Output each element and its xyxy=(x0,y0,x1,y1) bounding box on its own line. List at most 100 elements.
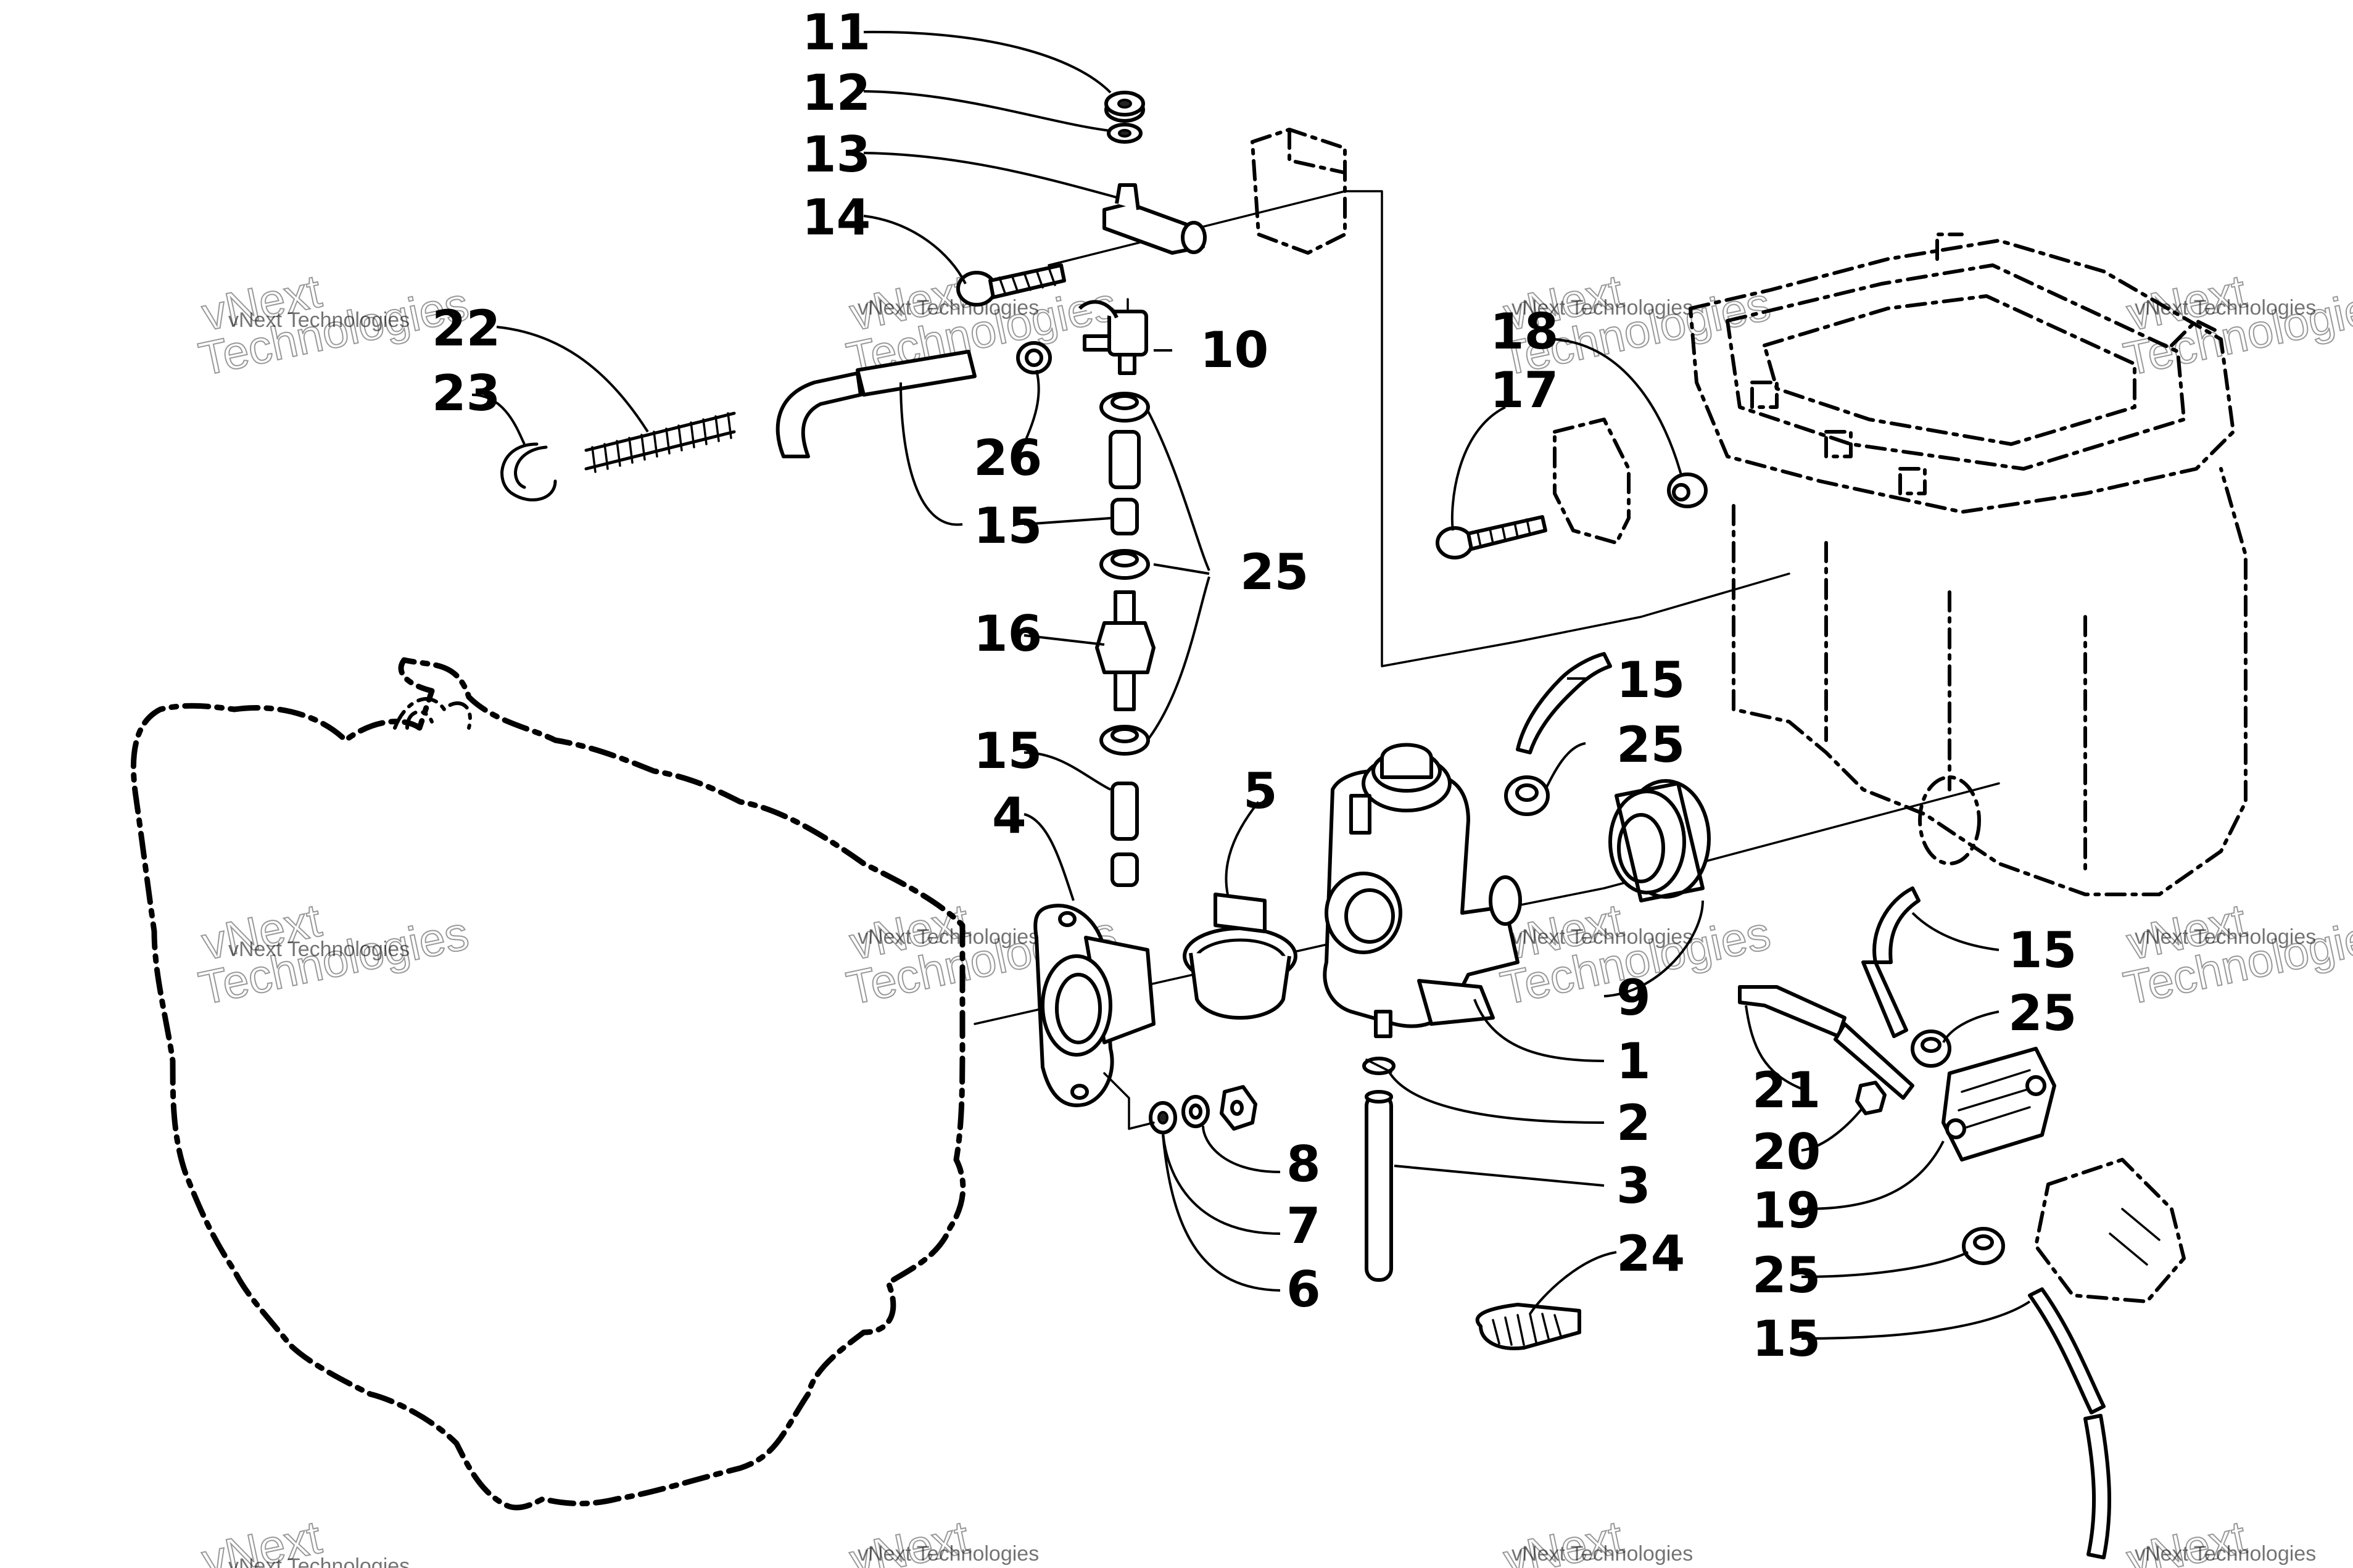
watermark-line1: vNext Technologies xyxy=(1511,1542,1693,1566)
callout-10: 10 xyxy=(1200,321,1268,379)
callout-5: 5 xyxy=(1243,762,1278,820)
part-23-clip xyxy=(500,442,557,501)
part-25-clamp xyxy=(1962,1227,2005,1265)
part-16-fuel-filter xyxy=(1095,590,1156,711)
part-3-needle xyxy=(1365,1090,1393,1282)
part-1-carburetor xyxy=(1323,743,1522,1038)
callout-9: 9 xyxy=(1616,969,1651,1026)
part-2-clip xyxy=(1362,1057,1396,1075)
watermark: vNext Technologies vNext Technologies xyxy=(2119,893,2353,1015)
stud-line xyxy=(1103,1072,1155,1130)
watermark-line1: vNext Technologies xyxy=(858,296,1039,320)
callout-7: 7 xyxy=(1286,1197,1321,1255)
part-21-hose xyxy=(1738,985,1914,1100)
part-9-boot xyxy=(1608,779,1711,902)
part-15-hose-piece xyxy=(1110,782,1139,841)
callout-12: 12 xyxy=(802,64,870,122)
callout-16: 16 xyxy=(974,605,1042,662)
watermark-line1: vNext Technologies xyxy=(1511,925,1693,949)
watermark: vNext Technologies vNext Technologies xyxy=(2119,264,2353,386)
part-25-clamp xyxy=(1504,775,1550,816)
engine-outline-detail xyxy=(393,697,472,730)
part-25-clamp xyxy=(1099,725,1150,756)
watermark: vNext vNext Technologies xyxy=(2122,1510,2316,1568)
reference-line xyxy=(1344,190,1790,667)
bracket-phantom xyxy=(1553,418,1631,545)
callout-15: 15 xyxy=(2008,922,2077,979)
callout-21: 21 xyxy=(1752,1062,1821,1119)
part-8-nut xyxy=(1220,1085,1257,1131)
part-14-screw xyxy=(956,263,1066,307)
callout-8: 8 xyxy=(1286,1136,1321,1193)
engine-outline xyxy=(130,657,966,1511)
part-20-nut xyxy=(1855,1081,1887,1115)
callout-11: 11 xyxy=(802,4,870,61)
part-18-spacer xyxy=(1667,472,1708,508)
watermark-line1: vNext Technologies xyxy=(2135,925,2316,949)
callout-25: 25 xyxy=(2008,984,2077,1042)
callout-13: 13 xyxy=(802,126,870,183)
part-15-hose-lower xyxy=(2028,1287,2112,1559)
watermarks: vNext Technologies vNext Technologies vN… xyxy=(194,264,2353,1568)
part-12-washer xyxy=(1107,123,1143,144)
part-15-hose-piece xyxy=(1110,852,1139,887)
callout-25: 25 xyxy=(1616,716,1685,774)
watermark-line1: vNext Technologies xyxy=(858,1542,1039,1566)
callout-18: 18 xyxy=(1490,303,1558,360)
callout-17: 17 xyxy=(1490,361,1558,419)
part-7-lock-washer xyxy=(1181,1095,1210,1128)
watermark: vNext vNext Technologies xyxy=(197,1510,410,1568)
part-15-hose-piece xyxy=(1110,498,1139,535)
callout-6: 6 xyxy=(1286,1261,1321,1318)
callout-labels: 11 12 13 14 22 23 10 26 15 25 16 15 4 5 … xyxy=(432,4,2077,1368)
watermark: vNext vNext Technologies xyxy=(1499,1510,1693,1568)
pump-bracket-phantom xyxy=(2034,1158,2186,1303)
watermark-line1: vNext Technologies xyxy=(2135,1542,2316,1566)
watermark: vNext vNext Technologies xyxy=(845,1510,1039,1568)
part-25-clamp xyxy=(1099,549,1150,580)
callout-26: 26 xyxy=(974,429,1042,487)
callout-25: 25 xyxy=(1240,543,1309,601)
callout-1: 1 xyxy=(1616,1033,1651,1090)
callout-15: 15 xyxy=(974,497,1042,555)
callout-3: 3 xyxy=(1616,1157,1651,1215)
callout-14: 14 xyxy=(802,189,870,246)
part-15-hose-vent xyxy=(1516,652,1612,754)
part-25-clamp xyxy=(1911,1030,1951,1068)
leader-lines xyxy=(471,30,2031,1340)
callout-15: 15 xyxy=(1752,1310,1821,1368)
callout-15: 15 xyxy=(1616,651,1685,709)
fuel-hose-top xyxy=(775,350,977,458)
part-4-intake-flange xyxy=(1033,904,1156,1107)
callout-20: 20 xyxy=(1752,1123,1821,1181)
watermark-line1: vNext Technologies xyxy=(228,308,410,332)
airbox xyxy=(1689,233,2248,896)
callout-19: 19 xyxy=(1752,1182,1821,1239)
callout-4: 4 xyxy=(992,787,1027,844)
watermark-line1: vNext Technologies xyxy=(858,925,1039,949)
part-13-bracket xyxy=(1102,183,1207,255)
watermark-line1: vNext Technologies xyxy=(2135,296,2316,320)
callout-22: 22 xyxy=(432,300,500,357)
part-6-washer xyxy=(1149,1101,1177,1134)
part-19-fuel-pump xyxy=(1942,1047,2056,1162)
part-5-clamp-band xyxy=(1183,893,1297,1020)
watermark: vNext Technologies vNext Technologies xyxy=(194,893,474,1015)
callout-25: 25 xyxy=(1752,1247,1821,1304)
part-15-hose-piece xyxy=(1109,430,1141,489)
part-10-fuel-valve xyxy=(1078,298,1148,375)
callout-24: 24 xyxy=(1616,1225,1685,1282)
mount-block xyxy=(1251,128,1347,255)
watermark-line1: vNext Technologies xyxy=(1511,296,1693,320)
callout-2: 2 xyxy=(1616,1094,1651,1152)
callout-23: 23 xyxy=(432,365,500,422)
part-22-spring xyxy=(584,411,736,473)
part-26-clamp xyxy=(1016,341,1052,374)
part-15-hose-right xyxy=(1861,886,1921,1038)
part-25-clamp xyxy=(1099,392,1150,423)
part-17-screw xyxy=(1436,515,1547,559)
watermark-line1: vNext Technologies xyxy=(228,1554,410,1568)
watermark: vNext Technologies vNext Technologies xyxy=(194,264,474,386)
part-11-nut xyxy=(1104,91,1145,123)
